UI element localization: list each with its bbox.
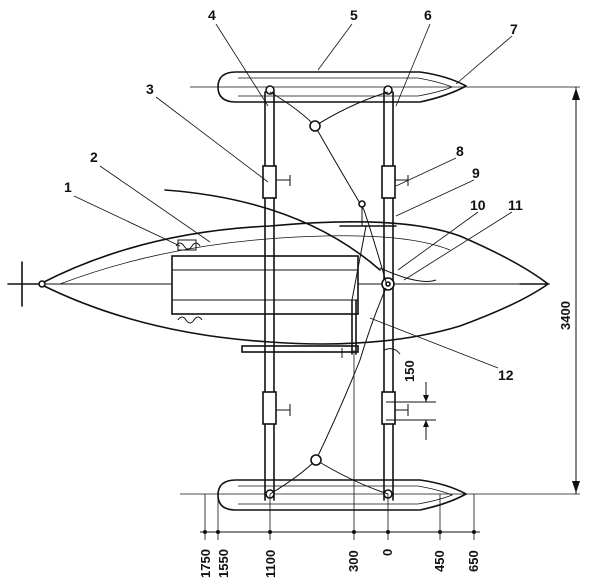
bottom-dimension-lines (200, 350, 480, 540)
side-fittings (175, 239, 359, 353)
dim-3400: 3400 (558, 301, 573, 330)
callout-6: 6 (424, 7, 432, 23)
dim-150: 150 (402, 360, 417, 382)
callout-8: 8 (456, 143, 464, 159)
dim-0: 0 (380, 549, 395, 556)
dim-1750: 1750 (198, 549, 213, 578)
callout-2: 2 (90, 149, 98, 165)
callout-labels: 1 2 3 4 5 6 7 8 9 10 11 12 (64, 7, 523, 383)
width-dimension (572, 87, 580, 494)
callout-1: 1 (64, 179, 72, 195)
dim-450: 450 (432, 550, 447, 572)
callout-11: 11 (508, 197, 523, 213)
front-crossbeam (262, 85, 291, 501)
callout-5: 5 (350, 7, 358, 23)
dim-300: 300 (346, 550, 361, 572)
callout-3: 3 (146, 81, 154, 97)
callout-leaders (73, 23, 513, 369)
callout-4: 4 (208, 7, 216, 23)
callout-10: 10 (470, 197, 486, 213)
dimension-labels: 3400 150 1750 1550 1100 300 0 450 650 (198, 301, 573, 578)
steering-cables (164, 91, 437, 495)
dim-650: 650 (466, 550, 481, 572)
callout-9: 9 (472, 165, 480, 181)
dim-1550: 1550 (216, 549, 231, 578)
pedal-offset (386, 382, 436, 440)
dim-1100: 1100 (263, 550, 278, 578)
callout-12: 12 (498, 367, 514, 383)
rear-crossbeam (381, 85, 409, 501)
bottom-float (180, 479, 580, 511)
callout-7: 7 (510, 21, 518, 37)
